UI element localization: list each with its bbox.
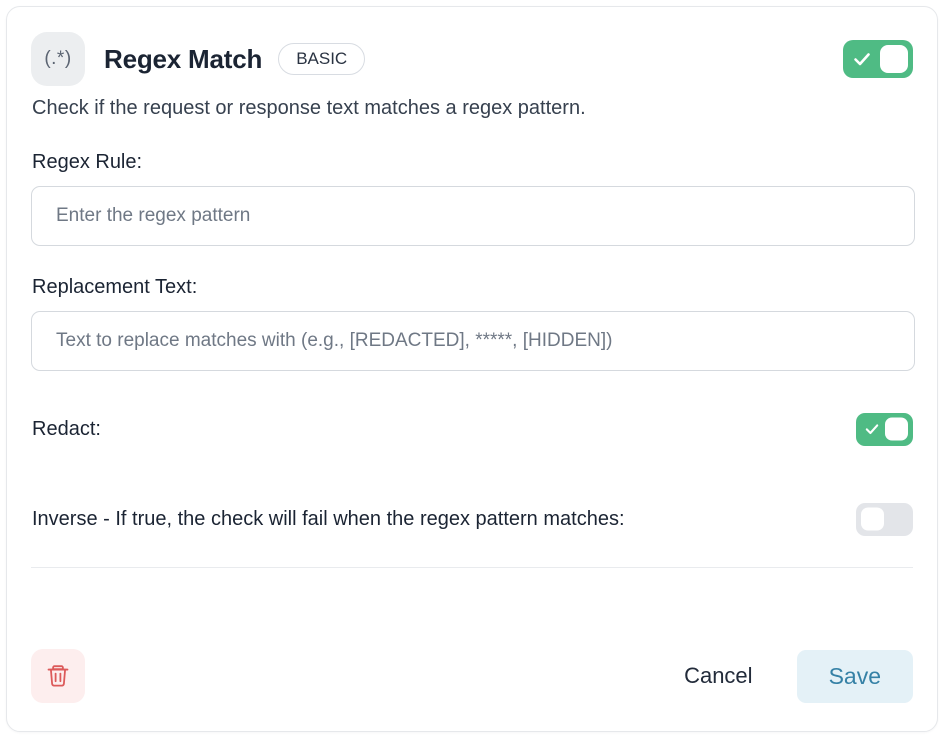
check-icon [854,53,870,66]
toggle-knob [861,507,884,531]
regex-rule-label: Regex Rule: [32,151,143,173]
regex-rule-input[interactable] [31,186,915,246]
page-title: Regex Match [104,43,263,74]
trash-icon [47,665,69,687]
toggle-knob [885,417,908,441]
redact-row: Redact: [31,409,913,449]
regex-match-card: (.*) Regex Match BASIC Check if the requ… [6,6,938,732]
replacement-text-field: Replacement Text: [31,276,915,371]
footer-divider [31,567,913,568]
regex-icon: (.*) [31,32,85,86]
inverse-toggle[interactable] [856,502,913,536]
card-footer: Cancel Save [7,621,937,731]
inverse-row: Inverse - If true, the check will fail w… [31,499,913,539]
regex-rule-field: Regex Rule: [31,151,915,246]
redact-label: Redact: [32,417,101,440]
status-badge: BASIC [278,43,366,75]
toggle-knob [880,45,908,73]
inverse-label: Inverse - If true, the check will fail w… [32,507,625,530]
card-description: Check if the request or response text ma… [32,97,586,119]
card-body: (.*) Regex Match BASIC Check if the requ… [7,7,937,621]
delete-button[interactable] [31,649,85,703]
replacement-text-label: Replacement Text: [32,276,198,298]
enable-check-toggle[interactable] [843,40,913,78]
regex-icon-glyph: (.*) [44,48,72,69]
check-icon [865,424,879,435]
save-button[interactable]: Save [796,649,913,703]
cancel-button[interactable]: Cancel [670,653,766,699]
card-header: (.*) Regex Match BASIC [31,31,913,87]
redact-toggle[interactable] [856,412,913,446]
replacement-text-input[interactable] [31,311,915,371]
